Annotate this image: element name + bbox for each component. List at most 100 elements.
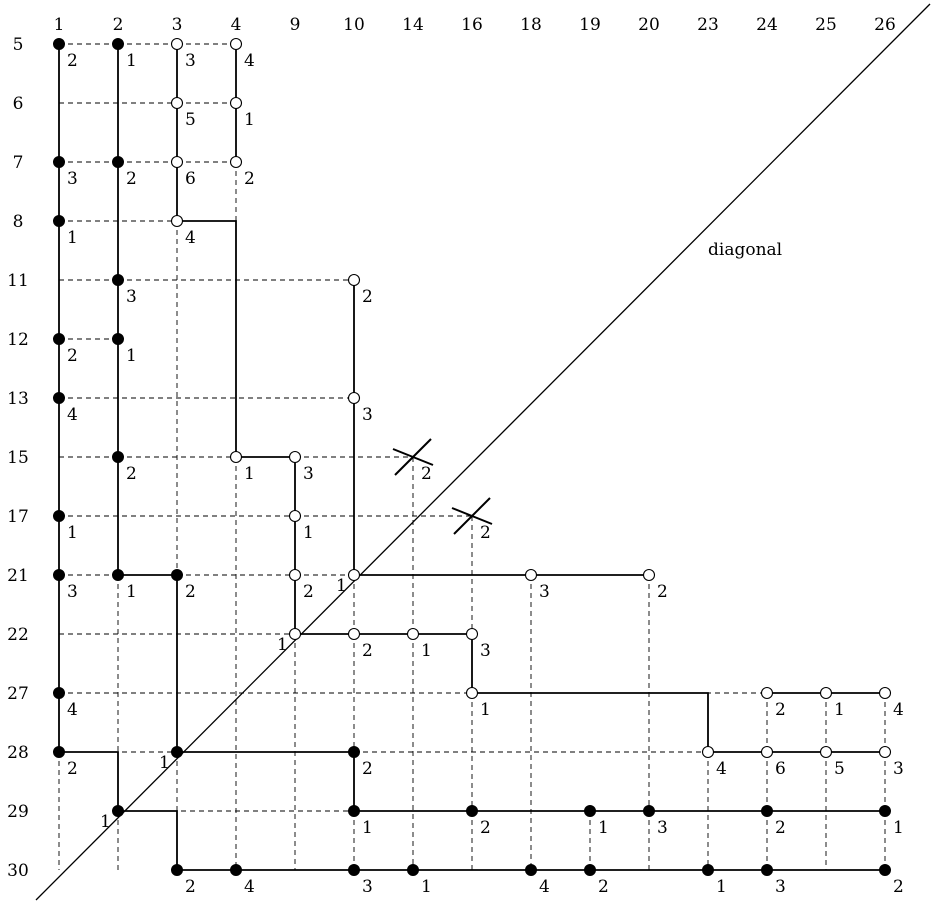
node-label: 4 <box>67 700 78 720</box>
node-label: 4 <box>185 228 196 248</box>
node-label: 2 <box>303 582 314 602</box>
open-node <box>465 627 479 641</box>
node-label: 2 <box>362 641 373 661</box>
node-label: 4 <box>244 877 255 897</box>
column-header: 25 <box>815 15 837 35</box>
node-label: 6 <box>775 759 786 779</box>
node-label: 4 <box>539 877 550 897</box>
open-node <box>819 745 833 759</box>
node-label: 2 <box>775 700 786 720</box>
node-label: 3 <box>67 169 78 189</box>
diagonal-label: diagonal <box>708 240 782 260</box>
filled-node <box>584 805 596 817</box>
open-node <box>701 745 715 759</box>
node-label: 1 <box>480 700 491 720</box>
filled-node <box>761 805 773 817</box>
node-label: 2 <box>775 818 786 838</box>
node-label: 2 <box>421 464 432 484</box>
open-node <box>878 745 892 759</box>
open-node <box>170 214 184 228</box>
node-label: 5 <box>185 110 196 130</box>
filled-node <box>643 805 655 817</box>
open-node <box>229 37 243 51</box>
row-header: 11 <box>7 271 29 291</box>
open-node <box>524 568 538 582</box>
column-header: 10 <box>343 15 365 35</box>
node-label: 2 <box>185 582 196 602</box>
crossed-mark <box>392 448 434 466</box>
node-label: 3 <box>67 582 78 602</box>
filled-node <box>171 569 183 581</box>
node-label: 6 <box>185 169 196 189</box>
open-node <box>288 509 302 523</box>
open-node <box>760 745 774 759</box>
node-label: 2 <box>480 818 491 838</box>
node-label: 3 <box>657 818 668 838</box>
open-node <box>347 627 361 641</box>
node-label: 1 <box>336 576 347 596</box>
open-node <box>465 686 479 700</box>
open-node <box>288 450 302 464</box>
node-label: 1 <box>277 635 288 655</box>
column-header: 19 <box>579 15 601 35</box>
node-label: 2 <box>598 877 609 897</box>
filled-node <box>171 746 183 758</box>
row-header: 13 <box>7 389 29 409</box>
node-label: 3 <box>185 51 196 71</box>
node-label: 3 <box>362 877 373 897</box>
dashed-grid-lines <box>58 43 886 871</box>
filled-node <box>702 864 714 876</box>
node-label: 2 <box>893 877 904 897</box>
filled-node <box>53 38 65 50</box>
filled-node <box>348 746 360 758</box>
row-header: 22 <box>7 625 29 645</box>
open-node <box>288 627 302 641</box>
node-label: 3 <box>126 287 137 307</box>
node-label: 1 <box>598 818 609 838</box>
node-label: 2 <box>657 582 668 602</box>
crossed-mark <box>451 507 493 525</box>
node-label: 3 <box>303 464 314 484</box>
row-header: 28 <box>7 743 29 763</box>
filled-node <box>171 864 183 876</box>
filled-node <box>112 805 124 817</box>
node-label: 4 <box>716 759 727 779</box>
column-header: 20 <box>638 15 660 35</box>
node-label: 2 <box>362 287 373 307</box>
column-header: 23 <box>697 15 719 35</box>
filled-node <box>53 569 65 581</box>
open-node <box>819 686 833 700</box>
node-label: 1 <box>67 523 78 543</box>
filled-node <box>112 156 124 168</box>
node-label: 4 <box>244 51 255 71</box>
filled-node <box>112 569 124 581</box>
filled-node <box>348 805 360 817</box>
filled-node <box>53 510 65 522</box>
node-label: 4 <box>893 700 904 720</box>
filled-node <box>761 864 773 876</box>
column-header: 24 <box>756 15 778 35</box>
node-label: 3 <box>775 877 786 897</box>
node-label: 1 <box>893 818 904 838</box>
node-label: 1 <box>126 346 137 366</box>
filled-node <box>53 333 65 345</box>
open-node <box>229 450 243 464</box>
node-label: 5 <box>834 759 845 779</box>
column-header: 9 <box>290 15 301 35</box>
open-node <box>170 96 184 110</box>
node-label: 3 <box>480 641 491 661</box>
row-header: 8 <box>13 212 24 232</box>
open-node <box>229 155 243 169</box>
filled-node <box>466 805 478 817</box>
filled-node <box>879 805 891 817</box>
node-label: 1 <box>100 812 111 832</box>
filled-node <box>112 333 124 345</box>
node-label: 3 <box>362 405 373 425</box>
filled-node <box>53 156 65 168</box>
node-label: 2 <box>185 877 196 897</box>
node-label: 3 <box>893 759 904 779</box>
